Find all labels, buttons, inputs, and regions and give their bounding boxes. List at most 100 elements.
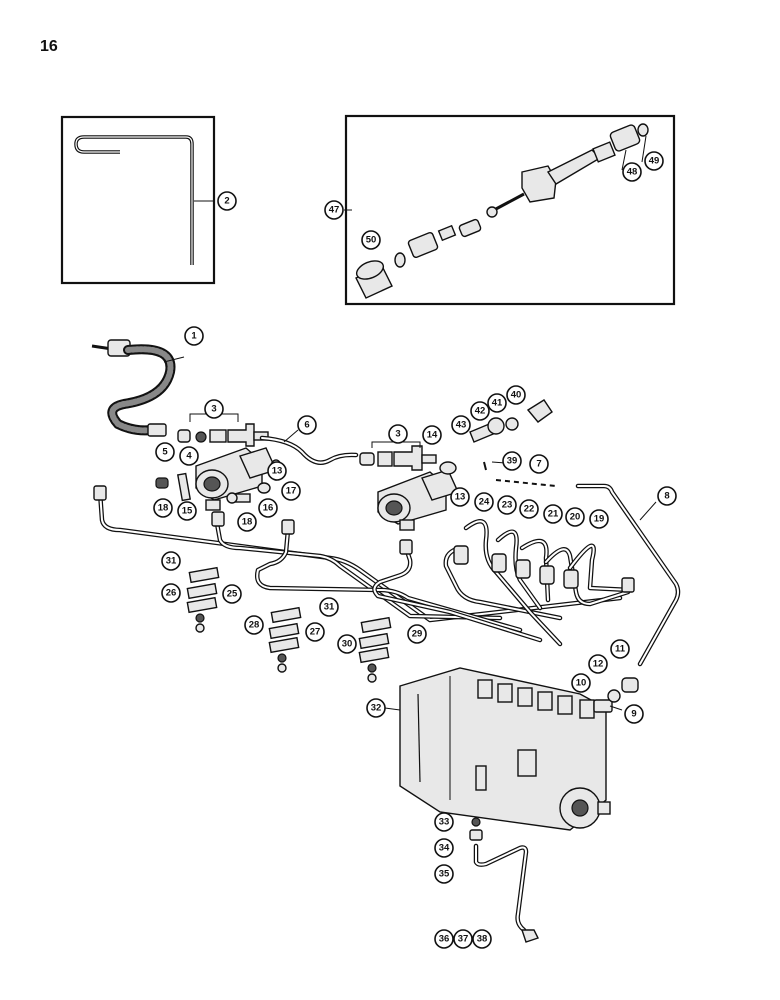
callout-6: 6 (297, 415, 317, 435)
callout-31b: 31 (319, 597, 339, 617)
callout-19: 19 (589, 509, 609, 529)
svg-text:40: 40 (511, 390, 522, 401)
svg-text:50: 50 (366, 235, 377, 246)
svg-text:29: 29 (412, 629, 423, 640)
callout-25: 25 (222, 584, 242, 604)
svg-text:42: 42 (475, 406, 486, 417)
callout-3a: 3 (204, 399, 224, 419)
injector-assembly-right (377, 469, 459, 531)
svg-text:16: 16 (263, 503, 274, 514)
callout-28: 28 (244, 615, 264, 635)
svg-text:20: 20 (570, 512, 581, 523)
svg-text:39: 39 (507, 456, 518, 467)
overflow-valve-fittings (593, 677, 639, 713)
svg-text:23: 23 (502, 500, 513, 511)
svg-text:4: 4 (186, 451, 192, 462)
svg-text:21: 21 (548, 509, 559, 520)
filter-fittings-right (359, 445, 437, 471)
callout-18a: 18 (153, 498, 173, 518)
callout-38: 38 (472, 929, 492, 949)
svg-text:19: 19 (594, 514, 605, 525)
delivery-valve-parts (439, 399, 553, 475)
callout-47: 47 (324, 200, 344, 220)
callout-32: 32 (366, 698, 386, 718)
callout-31a: 31 (161, 551, 181, 571)
svg-text:47: 47 (329, 205, 340, 216)
callout-37: 37 (453, 929, 473, 949)
callout-27: 27 (305, 622, 325, 642)
svg-text:6: 6 (304, 420, 309, 431)
svg-text:18: 18 (158, 503, 169, 514)
callout-8: 8 (657, 486, 677, 506)
svg-text:13: 13 (272, 466, 283, 477)
callout-20: 20 (565, 507, 585, 527)
return-tube-8 (495, 479, 681, 667)
callout-15: 15 (177, 501, 197, 521)
svg-text:5: 5 (162, 447, 168, 458)
callout-50: 50 (361, 230, 381, 250)
svg-text:22: 22 (524, 504, 535, 515)
callout-18b: 18 (237, 512, 257, 532)
callout-12: 12 (588, 654, 608, 674)
svg-text:7: 7 (536, 459, 541, 470)
callout-13a: 13 (267, 461, 287, 481)
injection-pump (399, 667, 611, 831)
svg-text:10: 10 (576, 678, 587, 689)
callout-9: 9 (624, 704, 644, 724)
leader-lines (163, 135, 657, 711)
svg-text:41: 41 (492, 398, 503, 409)
callout-21: 21 (543, 504, 563, 524)
callout-33: 33 (434, 812, 454, 832)
callout-22: 22 (519, 499, 539, 519)
svg-text:31: 31 (324, 602, 335, 613)
svg-text:18: 18 (242, 517, 253, 528)
callout-29: 29 (407, 624, 427, 644)
callout-43: 43 (451, 415, 471, 435)
svg-text:2: 2 (224, 196, 229, 207)
svg-text:38: 38 (477, 934, 488, 945)
svg-text:35: 35 (439, 869, 450, 880)
callout-40: 40 (506, 385, 526, 405)
callout-39: 39 (502, 451, 522, 471)
callout-5: 5 (155, 442, 175, 462)
callout-36: 36 (434, 929, 454, 949)
drain-line (469, 817, 539, 943)
svg-text:49: 49 (649, 156, 660, 167)
callout-10: 10 (571, 673, 591, 693)
svg-text:30: 30 (342, 639, 353, 650)
svg-text:48: 48 (627, 167, 638, 178)
page-number: 16 (40, 38, 58, 55)
svg-text:25: 25 (227, 589, 238, 600)
callout-2: 2 (217, 191, 237, 211)
pipe-nuts (93, 485, 635, 593)
svg-text:43: 43 (456, 420, 467, 431)
svg-text:1: 1 (191, 331, 197, 342)
svg-text:32: 32 (371, 703, 382, 714)
svg-text:3: 3 (211, 404, 216, 415)
pipe-clamps (186, 566, 392, 683)
svg-text:3: 3 (395, 429, 400, 440)
svg-text:37: 37 (458, 934, 469, 945)
callout-16: 16 (258, 498, 278, 518)
callout-48: 48 (622, 162, 642, 182)
fuel-tube-6 (259, 435, 359, 465)
flexible-fuel-line (91, 339, 176, 437)
callout-24: 24 (474, 492, 494, 512)
svg-text:15: 15 (182, 506, 193, 517)
callout-11: 11 (610, 639, 630, 659)
svg-text:31: 31 (166, 556, 177, 567)
svg-text:17: 17 (286, 486, 297, 497)
callout-30: 30 (337, 634, 357, 654)
svg-text:12: 12 (593, 659, 604, 670)
callout-17: 17 (281, 481, 301, 501)
callout-4: 4 (179, 446, 199, 466)
inset-box-leak-off-tube (60, 115, 216, 285)
callout-14: 14 (422, 425, 442, 445)
callout-41: 41 (487, 393, 507, 413)
callout-13b: 13 (450, 487, 470, 507)
svg-text:8: 8 (664, 491, 669, 502)
callout-34: 34 (434, 838, 454, 858)
callout-49: 49 (644, 151, 664, 171)
svg-text:9: 9 (631, 709, 636, 720)
